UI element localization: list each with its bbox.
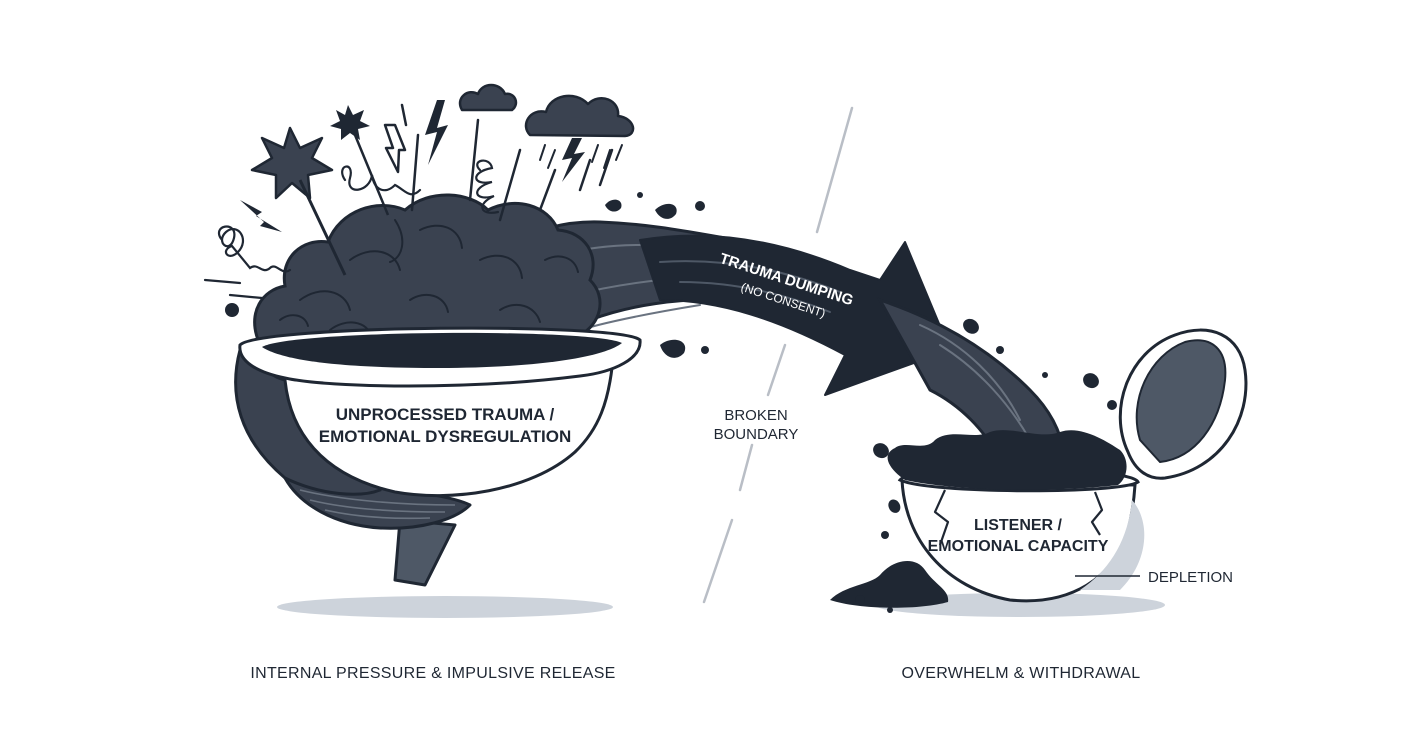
arrow-streaks bbox=[659, 260, 841, 313]
boundary-label-line1: BROKEN bbox=[724, 407, 787, 424]
listener-label-line1: LISTENER / bbox=[974, 517, 1063, 534]
left-bowl-liquid bbox=[262, 332, 622, 368]
lightning-small-icon bbox=[383, 123, 407, 174]
caption-right: OVERWHELM & WITHDRAWAL bbox=[902, 665, 1141, 682]
source-label-line2: EMOTIONAL DYSREGULATION bbox=[319, 427, 572, 446]
bowl-cracks bbox=[933, 489, 1104, 546]
rain-lines bbox=[539, 144, 623, 169]
boundary-label-line2: BOUNDARY bbox=[714, 426, 799, 443]
listener-label-line2: EMOTIONAL CAPACITY bbox=[928, 538, 1109, 555]
right-bowl-lid-inner bbox=[1135, 339, 1227, 464]
lightning-left-icon bbox=[240, 200, 282, 232]
burst-small-icon bbox=[330, 105, 390, 216]
brain-cloud bbox=[253, 193, 602, 357]
trauma-stream-right bbox=[876, 297, 1067, 462]
right-bowl-shade bbox=[1080, 500, 1145, 590]
depletion-label: DEPLETION bbox=[1148, 569, 1233, 586]
scribble-icon bbox=[203, 159, 500, 300]
burst-large-icon bbox=[250, 126, 347, 276]
distress-lines bbox=[400, 103, 614, 222]
stream-highlights-right bbox=[919, 324, 1031, 441]
brain-stem bbox=[393, 518, 457, 587]
caption-left: INTERNAL PRESSURE & IMPULSIVE RELEASE bbox=[250, 665, 615, 682]
small-cloud-icon bbox=[458, 83, 518, 112]
right-bowl-overflow bbox=[887, 430, 1127, 490]
left-ground-shadow bbox=[277, 596, 613, 618]
right-splashes bbox=[855, 318, 1117, 613]
ground-spill bbox=[830, 560, 949, 608]
cerebellum-stripes bbox=[299, 489, 456, 520]
source-label-line1: UNPROCESSED TRAUMA / bbox=[336, 405, 555, 424]
brain-splashes bbox=[225, 192, 709, 358]
lightning-icon bbox=[425, 100, 448, 165]
broken-boundary-line bbox=[702, 106, 854, 604]
storm-lightning-icon bbox=[562, 138, 585, 182]
storm-cloud-icon bbox=[524, 94, 635, 138]
